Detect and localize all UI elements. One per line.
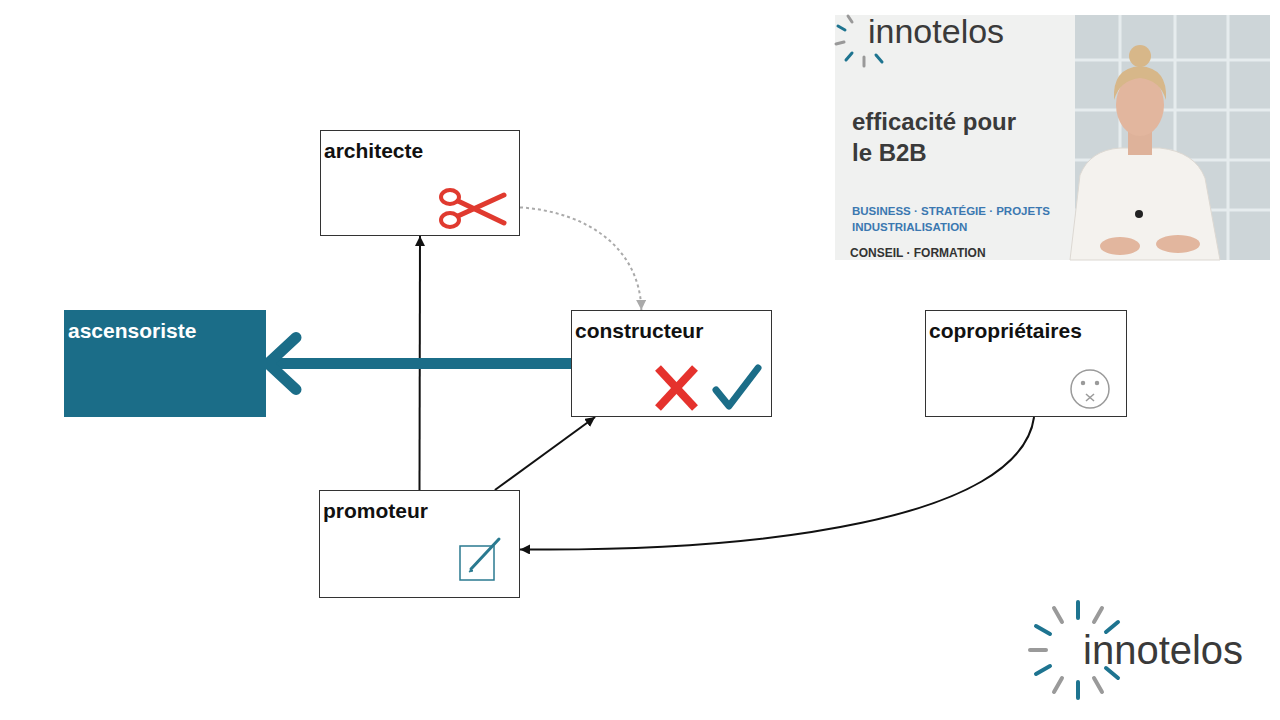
logo-ray [848,16,852,22]
banner-logo-text: innotelos [868,12,1004,51]
node-label: copropriétaires [926,311,1126,343]
person-hair [1114,66,1166,100]
banner-services: CONSEIL · FORMATION [850,246,986,260]
person-hand [1156,235,1200,253]
person-hand [1100,237,1140,255]
role-box: constructeur [571,310,772,417]
feedback-arrow [520,417,1034,550]
role-box: architecte [320,130,520,236]
person-neck [1128,125,1152,155]
logo-ray [846,53,852,60]
node-label: ascensoriste [65,311,265,343]
node-label: promoteur [320,491,519,523]
logo-text: innotelos [1083,628,1243,673]
logo-ray [1054,678,1062,692]
dotted-arrow [520,207,641,310]
logo-ray [1076,602,1080,618]
logo-ray [1036,666,1050,674]
logo-ray [1030,648,1046,652]
grid-line [1075,209,1270,212]
grid-line [1075,159,1270,162]
target-box: ascensoriste [64,310,266,417]
logo-ray [863,57,866,66]
banner-slogan: efficacité pour le B2B [852,106,1022,168]
role-box: copropriétaires [925,310,1127,417]
logo-ray [1036,626,1050,634]
role-box: promoteur [319,490,520,598]
logo-ray [876,55,882,62]
grid-line [1174,15,1177,260]
grid-line [1119,15,1122,260]
person-hair-bun [1129,45,1151,67]
grid-line [1075,109,1270,112]
logo-ray [1054,608,1062,622]
person-shirt [1070,148,1220,260]
banner-services: BUSINESS · STRATÉGIE · PROJETS INDUSTRIA… [852,203,1084,235]
main-arrow [266,358,571,369]
grid-line [1075,59,1270,62]
person-head [1116,74,1164,136]
node-label: architecte [321,131,519,163]
logo-ray [1094,678,1102,692]
logo-ray [836,42,844,44]
flow-arrow [495,417,595,490]
glass-grid [1075,15,1270,260]
microphone [1135,210,1143,218]
logo-ray [1094,608,1102,622]
glass-wall [1075,15,1270,260]
node-label: constructeur [572,311,771,343]
grid-line [1227,15,1230,260]
logo-ray [838,26,845,30]
logo-ray [1076,682,1080,698]
